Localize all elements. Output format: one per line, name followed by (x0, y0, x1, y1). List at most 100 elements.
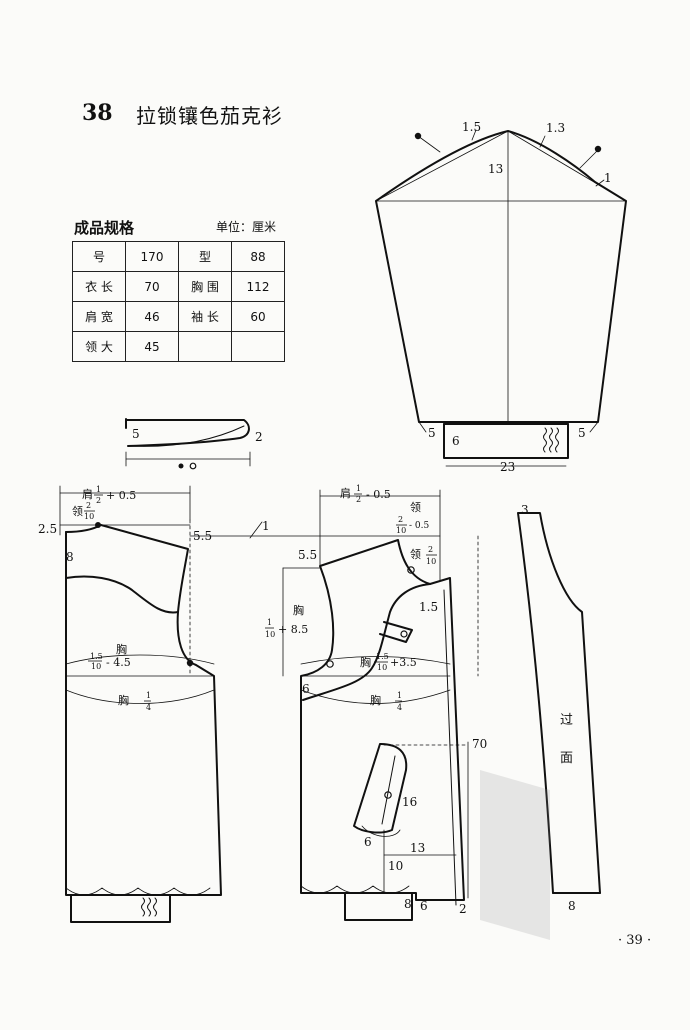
front-dim-label: 6 (302, 682, 310, 696)
front-labels: 肩 1 2 - 0.5 领 2 10 - 0.5 领 2 10 5.5 1.5 … (265, 484, 487, 916)
seal-watermark (480, 770, 550, 940)
front-chest-quarter-num: 1 (397, 691, 402, 700)
front-shoulder-frac-den: 2 (356, 495, 361, 504)
back-chest-quarter-label: 胸 (118, 693, 129, 707)
front-neck-a-minus: - 0.5 (409, 521, 429, 531)
back-chest-frac-num: 1.5 (90, 652, 103, 661)
page-number: · 39 · (618, 933, 652, 948)
spec-table: 号 170 型 88 衣 长 70 胸 围 112 肩 宽 46 袖 长 60 … (72, 241, 285, 362)
front-neck-b-den: 10 (426, 557, 436, 566)
spec-title: 成品规格 (74, 219, 135, 237)
hem-dim-label: 6 (420, 899, 428, 913)
front-length-label: 70 (472, 737, 487, 751)
spec-cell: 88 (231, 241, 285, 272)
front-chest-quarter-label: 胸 (370, 693, 381, 707)
front-body-piece (282, 489, 479, 921)
notch-ring (407, 566, 415, 574)
back-neck-frac-num: 2 (86, 501, 91, 510)
spec-cell: 衣 长 (72, 271, 126, 302)
spec-row: 领 大 45 (72, 331, 285, 362)
front-armhole-plus: + 8.5 (278, 623, 308, 636)
spec-cell: 肩 宽 (72, 301, 126, 332)
notch-rings (189, 462, 415, 799)
front-neck-b-num: 2 (428, 545, 433, 554)
pocket-dim-label: 16 (402, 795, 417, 809)
collar-labels: 5 2 (132, 427, 263, 444)
front-neck-b-label: 领 (410, 548, 421, 561)
pattern-title: 拉锁镶色茄克衫 (136, 104, 283, 128)
front-dim-label: 1.5 (419, 600, 438, 614)
facing-labels: 3 过 面 8 (521, 503, 576, 913)
front-chest-quarter-den: 4 (397, 703, 402, 712)
spec-row: 衣 长 70 胸 围 112 (72, 271, 285, 302)
collar-dim-label: 2 (255, 430, 263, 444)
pattern-number: 38 (82, 100, 113, 126)
front-armhole-num: 1 (267, 618, 272, 627)
spec-cell: 领 大 (72, 331, 126, 362)
sleeve-piece (375, 129, 627, 467)
front-neck-a-num: 2 (398, 515, 403, 524)
facing-name-char: 过 (560, 713, 573, 728)
sleeve-dim-label: 13 (488, 162, 503, 176)
spec-cell: 45 (125, 331, 179, 362)
spec-cell: 70 (125, 271, 179, 302)
facing-dim-label: 8 (568, 899, 576, 913)
pocket-dim-label: 10 (388, 859, 403, 873)
back-chest-quarter-den: 4 (146, 703, 151, 712)
back-neck-frac-den: 10 (84, 512, 94, 521)
notch-marks (95, 132, 602, 667)
notch-dot (95, 522, 101, 528)
spec-unit: 单位：厘米 (216, 220, 277, 234)
collar-dim-label: 5 (132, 427, 140, 441)
notch-ring (326, 660, 334, 668)
back-dim-label: 5.5 (193, 529, 212, 543)
notch-ring (384, 791, 392, 799)
facing-piece (517, 512, 601, 894)
spec-row: 号 170 型 88 (72, 241, 285, 272)
sleeve-dim-label: 6 (452, 434, 460, 448)
notch-dot (186, 659, 194, 667)
spec-cell: 170 (125, 241, 179, 272)
back-dim-label: 8 (66, 550, 74, 564)
facing-dim-label: 3 (521, 503, 529, 517)
spec-cell (178, 331, 232, 362)
front-shoulder-label: 肩 (340, 486, 351, 500)
hem-dim-label: 2 (459, 902, 467, 916)
sleeve-dim-label: 1.3 (546, 121, 565, 135)
front-armhole-label: 胸 (293, 603, 304, 617)
back-shoulder-plus: + 0.5 (106, 489, 136, 502)
notch-ring (189, 462, 197, 470)
back-chest-label: 胸 (116, 642, 127, 656)
front-dim-label: 5.5 (298, 548, 317, 562)
front-chest-label: 胸 (360, 655, 371, 669)
back-dim-label: 1 (262, 519, 270, 533)
sleeve-dim-label: 5 (578, 426, 586, 440)
sleeve-dim-label: 1 (604, 171, 612, 185)
collar-piece (125, 418, 251, 467)
notch-dot (178, 463, 184, 469)
front-chest-num: 1.5 (376, 652, 389, 661)
front-neck-a-den: 10 (396, 526, 406, 535)
facing-name-char: 面 (560, 751, 573, 766)
back-shoulder-frac-den: 2 (96, 496, 101, 505)
front-neck-a-label: 领 (410, 501, 421, 514)
sleeve-dim-label: 23 (500, 460, 515, 474)
front-armhole-den: 10 (265, 630, 275, 639)
back-chest-minus: - 4.5 (106, 656, 131, 669)
back-dim-label: 2.5 (38, 522, 57, 536)
sleeve-labels: 1.5 1.3 13 1 5 5 6 23 (428, 120, 612, 474)
back-shoulder-frac-num: 1 (96, 485, 101, 494)
back-labels: 肩 1 2 + 0.5 领 2 10 2.5 8 5.5 1 胸 1.5 10 … (38, 485, 270, 712)
spec-cell (231, 331, 285, 362)
sleeve-dim-label: 1.5 (462, 120, 481, 134)
notch-dot (414, 132, 422, 140)
front-chest-den: 10 (377, 663, 387, 672)
back-chest-frac-den: 10 (91, 662, 101, 671)
back-shoulder-label: 肩 (82, 487, 93, 501)
back-body-piece (59, 485, 441, 923)
sleeve-dim-label: 5 (428, 426, 436, 440)
hem-dim-label: 8 (404, 897, 412, 911)
back-chest-quarter-num: 1 (146, 691, 151, 700)
pocket-dim-label: 13 (410, 841, 425, 855)
